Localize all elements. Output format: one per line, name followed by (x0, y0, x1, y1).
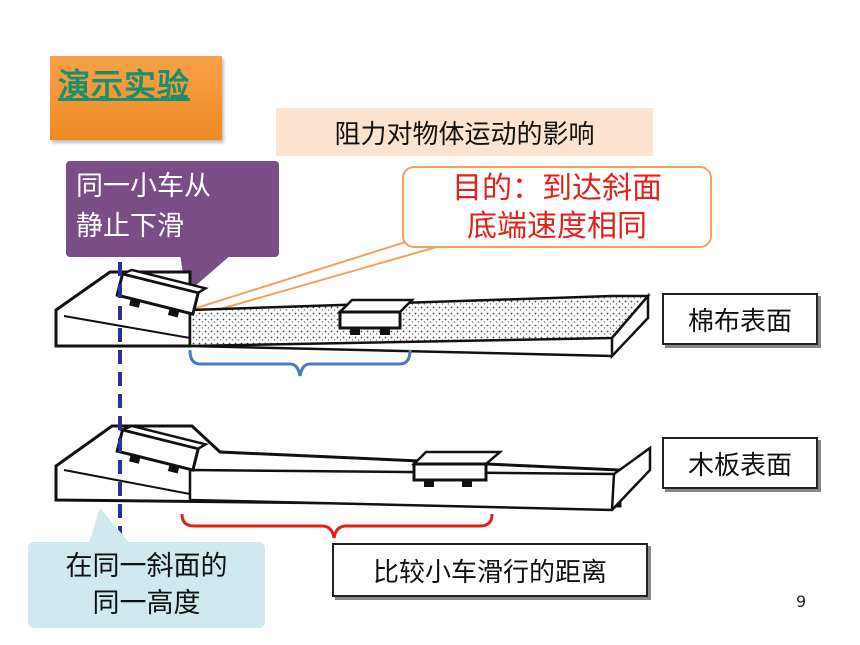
start-callout-line2: 静止下滑 (76, 211, 184, 242)
purpose-pointer-2 (195, 245, 441, 317)
wood-surface-label: 木板表面 (662, 437, 818, 489)
cart-bottom-start (115, 424, 209, 474)
cart-bottom-end (410, 450, 504, 487)
cloth-surface-label: 棉布表面 (662, 293, 818, 345)
purpose-callout: 目的：到达斜面 底端速度相同 (402, 166, 712, 248)
cart-top-end (336, 298, 416, 335)
slide-title: 演示实验 (58, 66, 191, 104)
purpose-pointer-1 (189, 239, 413, 311)
purpose-line1: 目的：到达斜面 (452, 171, 662, 206)
wood-distance-brace (180, 513, 494, 539)
purpose-line2: 底端速度相同 (467, 209, 647, 244)
cloth-distance-brace (188, 349, 412, 377)
page-number: 9 (796, 592, 807, 611)
compare-distance-label: 比较小车滑行的距离 (332, 543, 648, 597)
height-line2: 同一高度 (92, 588, 201, 619)
start-callout-line1: 同一小车从 (76, 171, 211, 202)
slide-subtitle: 阻力对物体运动的影响 (276, 108, 653, 156)
height-line1: 在同一斜面的 (65, 551, 228, 582)
start-callout: 同一小车从 静止下滑 (66, 161, 279, 257)
title-box (50, 56, 222, 140)
height-callout-tail (88, 508, 132, 546)
cloth-surface (188, 294, 651, 348)
height-callout: 在同一斜面的 同一高度 (28, 542, 265, 628)
